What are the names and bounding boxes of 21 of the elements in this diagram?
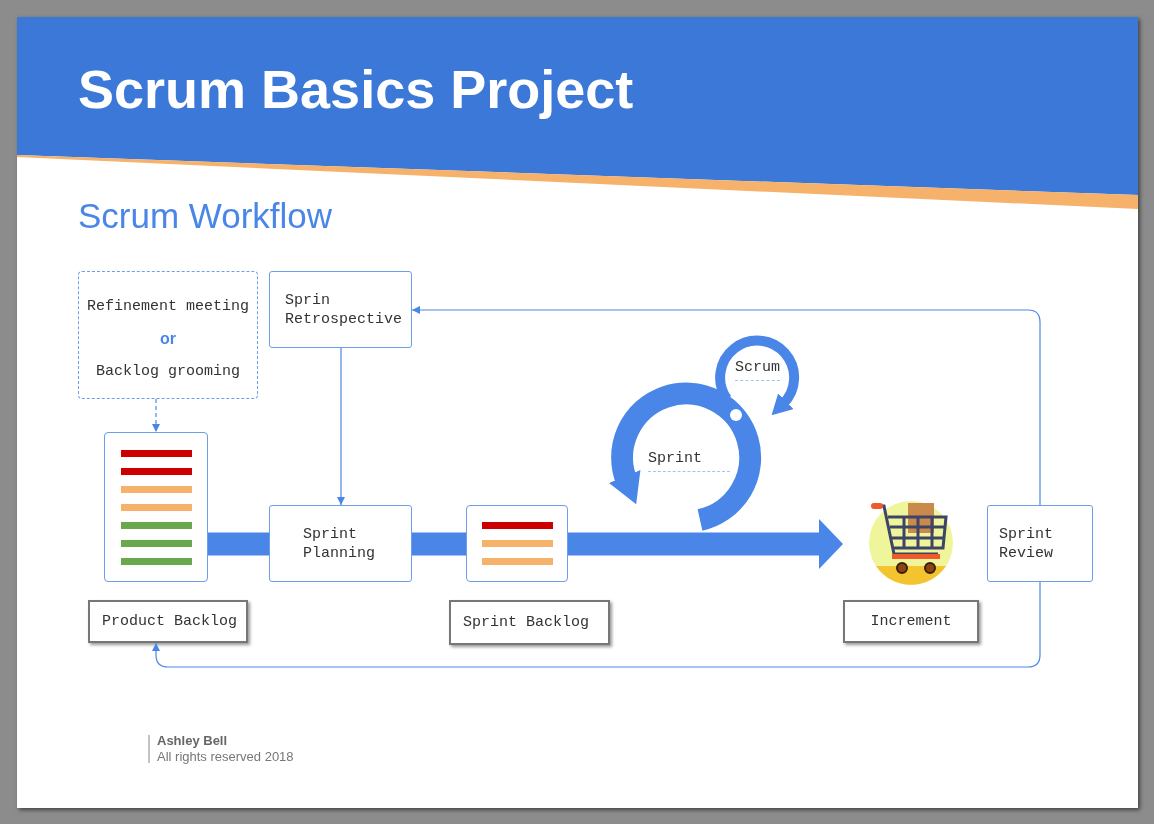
arrow — [152, 581, 1041, 668]
node-label: Increment — [843, 600, 979, 643]
loop-label: Scrum — [735, 359, 780, 381]
note-text: Refinement meeting — [86, 298, 250, 315]
arrow — [152, 398, 160, 433]
subtitle: Scrum Workflow — [78, 196, 333, 236]
process-box: Sprin Retrospective — [269, 271, 412, 348]
flow-arrow — [568, 519, 843, 569]
copyright-note: All rights reserved 2018 — [157, 749, 294, 764]
author-name: Ashley Bell — [157, 733, 228, 748]
node-label: Sprint Backlog — [449, 600, 610, 645]
arrow — [411, 306, 1041, 506]
connector-word: or — [159, 330, 177, 348]
note-text: Backlog grooming — [95, 363, 241, 380]
process-box: Sprint Planning — [269, 505, 412, 582]
title: Scrum Basics Project — [78, 58, 634, 120]
loop-label: Sprint — [648, 450, 730, 472]
dashed-box — [78, 271, 258, 399]
process-box: Sprint Review — [987, 505, 1093, 582]
node-label: Product Backlog — [88, 600, 248, 643]
arrow — [337, 347, 345, 506]
